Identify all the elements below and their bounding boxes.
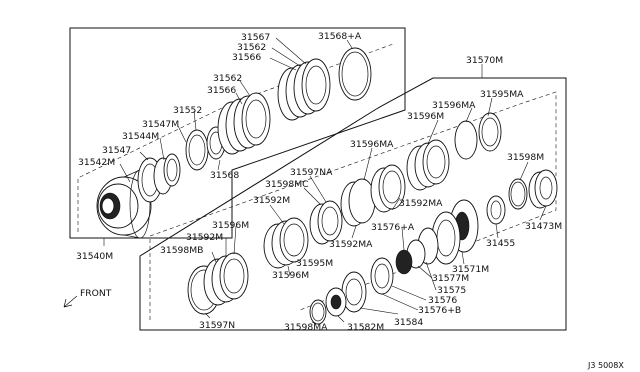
label-31547: 31547 xyxy=(102,145,131,156)
spring-31547M xyxy=(163,153,181,187)
snap-ring-31598M xyxy=(508,178,528,210)
image-code: J3 5008X xyxy=(587,361,624,370)
label-31568: 31568 xyxy=(210,170,239,181)
plates-31598MC xyxy=(309,200,343,245)
label-31597N: 31597N xyxy=(199,320,235,331)
left-assembly-outline xyxy=(69,27,406,239)
front-label: FRONT xyxy=(80,288,112,299)
label-31562-top: 31562 xyxy=(237,42,266,53)
label-31552: 31552 xyxy=(173,105,202,116)
label-31566: 31566 xyxy=(207,85,236,96)
label-31598MC: 31598MC xyxy=(265,179,309,190)
label-31570M: 31570M xyxy=(466,55,503,66)
label-31540M: 31540M xyxy=(76,251,113,262)
label-31568A: 31568+A xyxy=(318,31,362,42)
label-31547M: 31547M xyxy=(142,119,179,130)
label-31582M: 31582M xyxy=(347,322,384,333)
label-31598M: 31598M xyxy=(507,152,544,163)
label-31596M-top: 31596M xyxy=(407,111,444,122)
snap-ring-31568A xyxy=(338,47,372,101)
label-31576B: 31576+B xyxy=(418,305,461,316)
plates-31595MA-31596MA xyxy=(454,112,502,160)
plates-31592MA-31596MA xyxy=(340,164,406,227)
ring-31552 xyxy=(185,129,209,171)
plates-31598MB-31592M xyxy=(203,252,249,306)
right-assembly-dashed-guide xyxy=(149,91,557,320)
label-31576: 31576 xyxy=(428,295,457,306)
label-31592MA-mid: 31592MA xyxy=(399,198,443,209)
label-31597NA: 31597NA xyxy=(290,167,333,178)
label-31592MA: 31592MA xyxy=(329,239,373,250)
hub-31473M xyxy=(528,169,558,209)
parts-31576 xyxy=(370,257,394,295)
bearing-31455 xyxy=(486,195,506,225)
plates-31592M-31595M xyxy=(263,217,309,269)
front-arrow-icon xyxy=(63,295,78,308)
label-31596M-left: 31596M xyxy=(212,220,249,231)
parts-31575-31577M xyxy=(395,227,439,275)
drum-31542M xyxy=(96,169,152,239)
label-31566-top: 31566 xyxy=(232,52,261,63)
clutch-pack-31562-31566 xyxy=(217,92,271,155)
drum-31571M xyxy=(431,199,479,265)
leader-lines xyxy=(103,37,547,325)
label-31596MA-top: 31596MA xyxy=(432,100,476,111)
label-31584: 31584 xyxy=(394,317,423,328)
label-31473M: 31473M xyxy=(525,221,562,232)
label-31576A: 31576+A xyxy=(371,222,415,233)
label-31598MB: 31598MB xyxy=(160,245,203,256)
label-31455: 31455 xyxy=(486,238,515,249)
label-31542M: 31542M xyxy=(78,157,115,168)
label-31562: 31562 xyxy=(213,73,242,84)
label-31567: 31567 xyxy=(241,32,270,43)
snap-ring-31598MA xyxy=(309,299,327,325)
label-31577M: 31577M xyxy=(432,273,469,284)
part-31582M xyxy=(325,287,347,317)
label-31598MA: 31598MA xyxy=(284,322,328,333)
clutch-pack-31567 xyxy=(277,58,331,121)
right-assembly-outline xyxy=(139,77,567,331)
label-31596MA: 31596MA xyxy=(350,139,394,150)
label-31592M-mid: 31592M xyxy=(253,195,290,206)
label-31571M: 31571M xyxy=(452,264,489,275)
label-31595M: 31595M xyxy=(296,258,333,269)
label-31575: 31575 xyxy=(437,285,466,296)
label-31544M: 31544M xyxy=(122,131,159,142)
plates-31596M-31592MA xyxy=(406,139,450,191)
label-31592M-left: 31592M xyxy=(186,232,223,243)
label-31596M-low: 31596M xyxy=(272,270,309,281)
label-31595MA: 31595MA xyxy=(480,89,524,100)
